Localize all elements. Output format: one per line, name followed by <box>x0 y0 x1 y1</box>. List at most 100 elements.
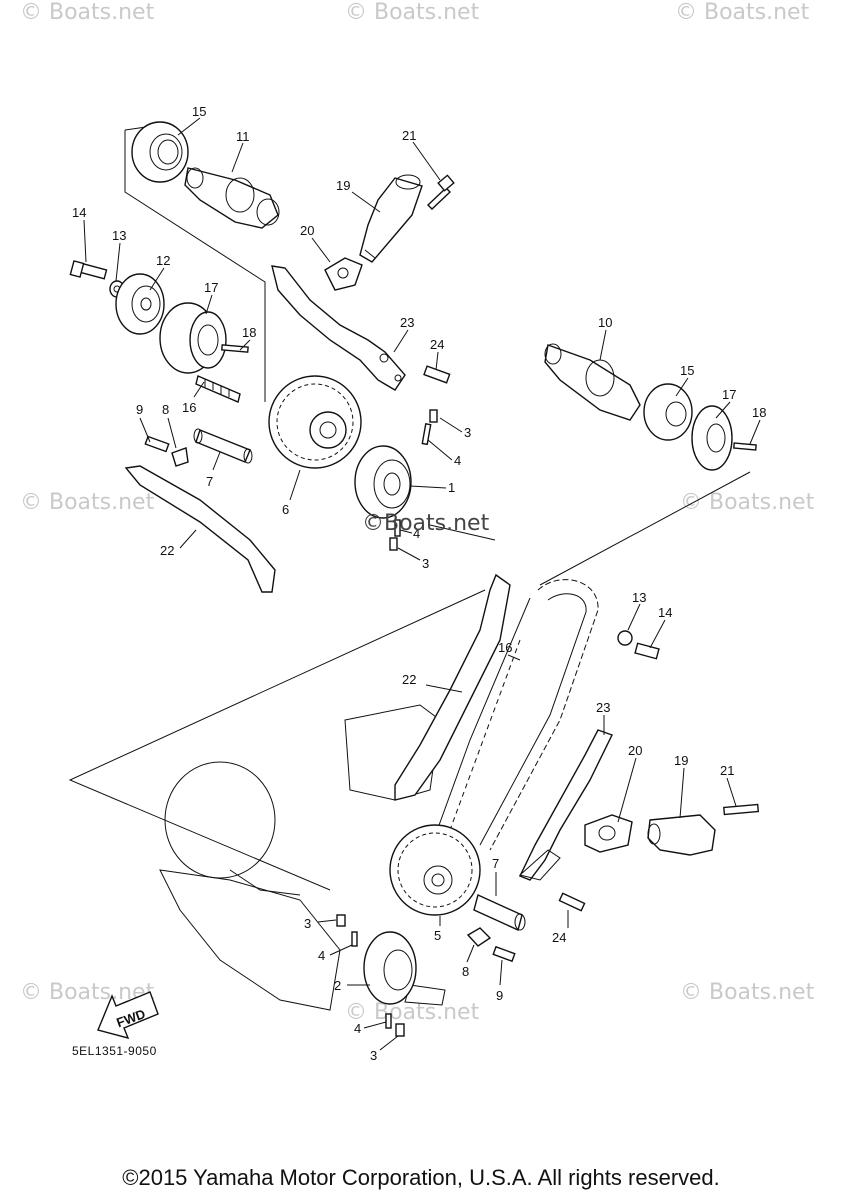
callout-2: 2 <box>334 978 341 993</box>
bolt-21 <box>426 174 455 210</box>
chain-guide-23 <box>271 265 406 391</box>
callout-13-lower: 13 <box>632 590 646 605</box>
bolt-14 <box>69 260 108 280</box>
callout-13: 13 <box>112 228 126 243</box>
chain-tensioner-19-lower <box>647 814 716 856</box>
right-group-boundary <box>539 471 751 586</box>
pin-4-bottom-lower <box>385 1013 392 1029</box>
bolt-14-lower <box>634 642 660 660</box>
callout-4-bottom-b: 4 <box>354 1021 361 1036</box>
callout-4-bottom-a: 4 <box>318 948 325 963</box>
callout-21: 21 <box>402 128 416 143</box>
watermark-mid-right: © Boats.net <box>680 490 815 515</box>
engine-perspective-line <box>68 589 486 891</box>
watermark-top-right: © Boats.net <box>675 0 810 25</box>
callout-3: 3 <box>464 425 471 440</box>
callout-18-right: 18 <box>752 405 766 420</box>
callout-16: 16 <box>182 400 196 415</box>
tensioner-arm <box>518 849 561 881</box>
camshaft-11 <box>184 167 280 229</box>
spring-3 <box>429 409 438 423</box>
callout-6: 6 <box>282 502 289 517</box>
callout-15: 15 <box>192 104 206 119</box>
callout-9: 9 <box>136 402 143 417</box>
callout-16-lower: 16 <box>498 640 512 655</box>
bolt-24 <box>423 365 451 384</box>
chain-guide-22-lower <box>394 573 511 801</box>
callout-23-lower: 23 <box>596 700 610 715</box>
callout-19: 19 <box>336 178 350 193</box>
callout-24: 24 <box>430 337 444 352</box>
callout-5: 5 <box>434 928 441 943</box>
callout-19-lower: 19 <box>674 753 688 768</box>
timing-chain-16-lower <box>429 579 599 851</box>
shaft-7-lower <box>473 894 526 931</box>
bolt-9-lower <box>492 945 516 963</box>
bolt-24-lower <box>558 892 586 912</box>
pin-18-right <box>733 442 757 451</box>
pin-4 <box>421 422 432 446</box>
gasket-20-lower <box>584 814 633 853</box>
callout-23: 23 <box>400 315 414 330</box>
bearing-15-right <box>643 383 693 441</box>
callout-20: 20 <box>300 223 314 238</box>
pin-4-lower <box>394 519 401 537</box>
watermark-mid-left: © Boats.net <box>20 490 155 515</box>
chain-tensioner-19 <box>359 174 423 263</box>
callout-4: 4 <box>454 453 461 468</box>
callout-20-lower: 20 <box>628 743 642 758</box>
callout-24-lower: 24 <box>552 930 566 945</box>
spring-3-lower <box>389 537 398 551</box>
callout-1: 1 <box>448 480 455 495</box>
callout-7: 7 <box>206 474 213 489</box>
drive-gear-1 <box>354 445 412 519</box>
watermark-bottom-center: © Boats.net <box>345 1000 480 1025</box>
callout-17: 17 <box>204 280 218 295</box>
callout-21-lower: 21 <box>720 763 734 778</box>
pin-4-bottom-upper <box>351 931 358 947</box>
callout-22: 22 <box>160 543 174 558</box>
copyright-notice: ©2015 Yamaha Motor Corporation, U.S.A. A… <box>122 1165 720 1190</box>
leader-lines <box>83 117 761 1051</box>
chain-guide-23-lower <box>519 729 613 881</box>
spring-3-bottom-lower <box>395 1023 405 1037</box>
watermark-top-center: © Boats.net <box>345 0 480 25</box>
spring-3-bottom-upper <box>336 914 346 927</box>
callout-3-bottom-b: 3 <box>370 1048 377 1063</box>
group-bracket-line <box>124 130 266 402</box>
callout-4-lower: 4 <box>413 526 420 541</box>
watermark-center: ©Boats.net <box>362 511 490 536</box>
callout-3-lower: 3 <box>422 556 429 571</box>
callout-12: 12 <box>156 253 170 268</box>
bolt-21-lower <box>723 803 760 816</box>
bolt-9 <box>144 435 170 453</box>
chain-guide-22 <box>124 465 276 593</box>
drive-gear-2 <box>363 931 417 1005</box>
crankcase-outline <box>159 704 446 1011</box>
stopper-8 <box>171 447 189 467</box>
timing-chain-16 <box>195 375 241 403</box>
callout-3-bottom-a: 3 <box>304 916 311 931</box>
group-boundary-line <box>429 524 496 541</box>
callout-9-lower: 9 <box>496 988 503 1003</box>
callout-8-lower: 8 <box>462 964 469 979</box>
callout-18: 18 <box>242 325 256 340</box>
callout-10: 10 <box>598 315 612 330</box>
watermark-top-left: © Boats.net <box>20 0 155 25</box>
cam-sprocket-12 <box>115 273 165 335</box>
idler-gear-5 <box>389 824 481 916</box>
gear-17-right <box>691 405 733 471</box>
stopper-8-lower <box>466 927 492 947</box>
idler-gear-6 <box>268 375 362 469</box>
diagram-code: 5EL1351-9050 <box>72 1044 157 1058</box>
callout-14-lower: 14 <box>658 605 672 620</box>
callout-11: 11 <box>236 129 250 144</box>
watermark-bottom-right: © Boats.net <box>680 980 815 1005</box>
callout-15-right: 15 <box>680 363 694 378</box>
callout-7-lower: 7 <box>492 856 499 871</box>
gasket-20 <box>324 257 363 291</box>
washer-13-lower <box>617 630 633 646</box>
bearing-15 <box>131 121 189 183</box>
shaft-7 <box>193 428 253 464</box>
